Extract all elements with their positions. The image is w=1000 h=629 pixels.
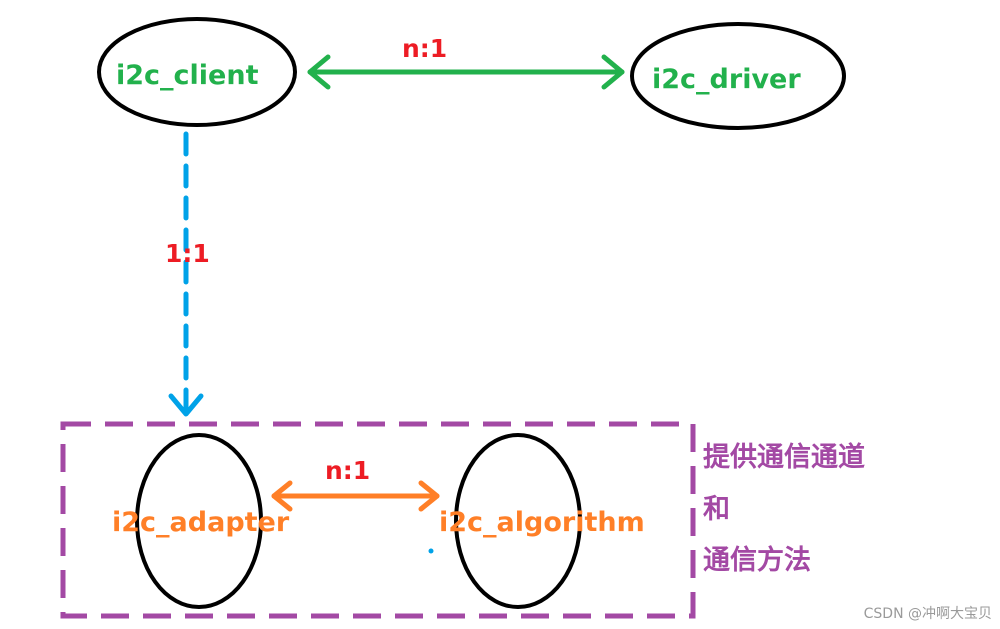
algorithm-node-ellipse — [454, 433, 582, 609]
note-line-2: 和 — [703, 494, 730, 525]
adapter-label: i2c_adapter — [112, 507, 290, 538]
client-driver-relation: n:1 — [402, 34, 447, 63]
algorithm-label: i2c_algorithm — [439, 507, 645, 538]
client-adapter-relation: 1:1 — [165, 239, 210, 268]
client-driver-arrow — [307, 54, 625, 90]
driver-node-ellipse — [630, 22, 846, 130]
client-node-ellipse — [97, 17, 297, 127]
adapter-algorithm-relation: n:1 — [325, 456, 370, 485]
client-label: i2c_client — [116, 60, 259, 91]
adapter-node-ellipse — [135, 433, 263, 609]
adapter-group-box — [60, 421, 696, 619]
adapter-algorithm-arrow — [271, 480, 440, 512]
stray-dot — [428, 548, 434, 554]
note-line-1: 提供通信通道 — [703, 442, 865, 473]
note-line-3: 通信方法 — [703, 545, 811, 576]
driver-label: i2c_driver — [652, 64, 801, 95]
watermark: CSDN @冲啊大宝贝 — [863, 606, 992, 622]
client-adapter-arrow — [168, 131, 204, 417]
